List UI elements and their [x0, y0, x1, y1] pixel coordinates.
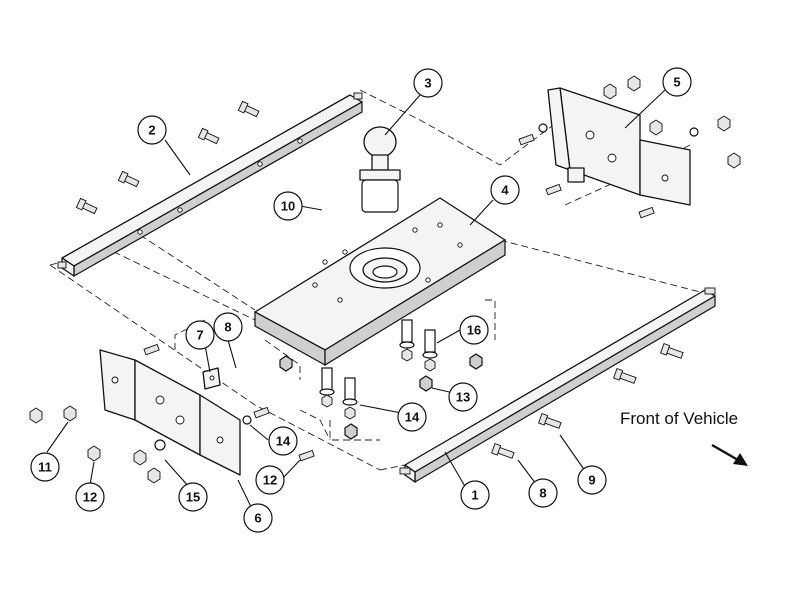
svg-text:4: 4: [501, 183, 509, 198]
svg-text:10: 10: [281, 199, 295, 214]
hitch-ball-part-3: [359, 94, 421, 213]
callout-14-center: 14: [397, 402, 427, 432]
svg-text:13: 13: [456, 390, 470, 405]
svg-text:2: 2: [148, 123, 155, 138]
svg-text:7: 7: [196, 328, 203, 343]
callout-1: 1: [460, 480, 490, 510]
svg-text:15: 15: [186, 490, 200, 505]
rail-1-bolts: [491, 343, 684, 459]
svg-text:16: 16: [467, 323, 481, 338]
center-plate-part-4: [254, 197, 506, 367]
callout-8-lower: 8: [528, 478, 558, 508]
callout-15: 15: [178, 482, 208, 512]
svg-text:14: 14: [405, 410, 420, 425]
svg-text:9: 9: [588, 473, 595, 488]
svg-text:12: 12: [263, 473, 277, 488]
callout-6: 6: [243, 503, 273, 533]
mounting-bracket-part-6: [99, 349, 241, 476]
callout-3: 3: [413, 68, 443, 98]
svg-text:1: 1: [471, 488, 478, 503]
svg-text:11: 11: [38, 460, 52, 475]
spacer-plate-part-7: [202, 367, 221, 390]
callout-11: 11: [30, 452, 60, 482]
svg-text:8: 8: [539, 486, 546, 501]
callout-8-upper: 8: [213, 312, 243, 342]
callout-12-center: 12: [255, 465, 285, 495]
callout-10: 10: [273, 191, 303, 221]
mounting-bracket-part-5: [547, 87, 691, 206]
svg-text:12: 12: [83, 490, 97, 505]
callout-16: 16: [459, 315, 489, 345]
u-bolt-part-10: [323, 176, 352, 230]
rail-bolts: [75, 100, 260, 215]
front-of-vehicle-label: Front of Vehicle: [620, 409, 738, 428]
bracket-6-hardware: [29, 343, 315, 484]
callout-13: 13: [448, 382, 478, 412]
u-bolt-upper: [403, 136, 434, 182]
side-rail-part-2: [57, 92, 363, 278]
bracket-5-hardware: [518, 75, 741, 219]
callout-7: 7: [185, 320, 215, 350]
svg-text:5: 5: [673, 75, 680, 90]
front-direction-arrow-icon: [711, 443, 748, 466]
svg-text:8: 8: [224, 320, 231, 335]
callout-9: 9: [577, 465, 607, 495]
side-rail-part-1: [399, 287, 716, 484]
callout-12-left: 12: [75, 482, 105, 512]
callout-5: 5: [662, 67, 692, 97]
springs-part-16: [279, 319, 483, 440]
callout-14-left: 14: [268, 426, 298, 456]
callout-4: 4: [490, 175, 520, 205]
svg-text:14: 14: [276, 434, 291, 449]
callout-2: 2: [137, 115, 167, 145]
svg-text:6: 6: [254, 511, 261, 526]
svg-text:3: 3: [424, 76, 431, 91]
